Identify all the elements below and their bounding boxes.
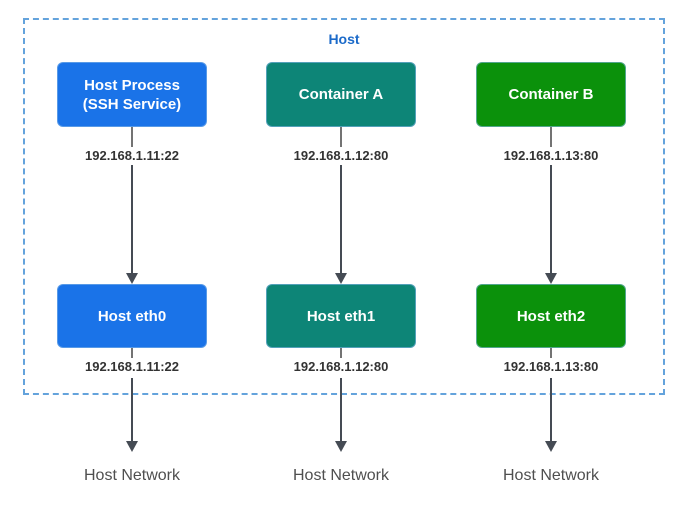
ip-port-label: 192.168.1.12:80 (293, 148, 389, 163)
node-host-process: Host Process (SSH Service) (57, 62, 207, 127)
node-host-eth1: Host eth1 (266, 284, 416, 348)
arrow-stem (340, 165, 342, 273)
arrowhead-icon (126, 273, 138, 284)
down-arrow (126, 165, 138, 284)
host-boundary-label: Host (328, 31, 360, 47)
arrowhead-icon (545, 441, 557, 452)
down-arrow (126, 378, 138, 452)
arrowhead-icon (335, 441, 347, 452)
node-container-b: Container B (476, 62, 626, 127)
down-arrow (545, 378, 557, 452)
diagram-column-host-process: Host Process (SSH Service) 192.168.1.11:… (52, 62, 212, 486)
down-arrow (335, 378, 347, 452)
host-network-label: Host Network (502, 467, 600, 484)
ip-port-label: 192.168.1.11:22 (85, 148, 179, 163)
down-arrow (545, 165, 557, 284)
host-network-label: Host Network (292, 467, 390, 484)
ip-port-label: 192.168.1.12:80 (293, 359, 389, 374)
connector-line (340, 127, 342, 147)
diagram-column-container-b: Container B 192.168.1.13:80 Host eth2 19… (471, 62, 631, 486)
connector-line (340, 348, 342, 358)
ip-port-label: 192.168.1.13:80 (503, 359, 599, 374)
connector-line (131, 127, 133, 147)
arrow-stem (550, 165, 552, 273)
arrow-stem (550, 378, 552, 441)
diagram-column-container-a: Container A 192.168.1.12:80 Host eth1 19… (261, 62, 421, 486)
arrow-stem (131, 165, 133, 273)
arrowhead-icon (545, 273, 557, 284)
node-host-eth0: Host eth0 (57, 284, 207, 348)
connector-line (550, 348, 552, 358)
connector-line (131, 348, 133, 358)
node-container-a: Container A (266, 62, 416, 127)
arrow-stem (131, 378, 133, 441)
node-host-eth2: Host eth2 (476, 284, 626, 348)
host-network-label: Host Network (83, 467, 181, 484)
host-boundary-box: Host (23, 18, 665, 395)
ip-port-label: 192.168.1.11:22 (85, 359, 179, 374)
arrowhead-icon (335, 273, 347, 284)
arrow-stem (340, 378, 342, 441)
down-arrow (335, 165, 347, 284)
ip-port-label: 192.168.1.13:80 (503, 148, 599, 163)
arrowhead-icon (126, 441, 138, 452)
connector-line (550, 127, 552, 147)
